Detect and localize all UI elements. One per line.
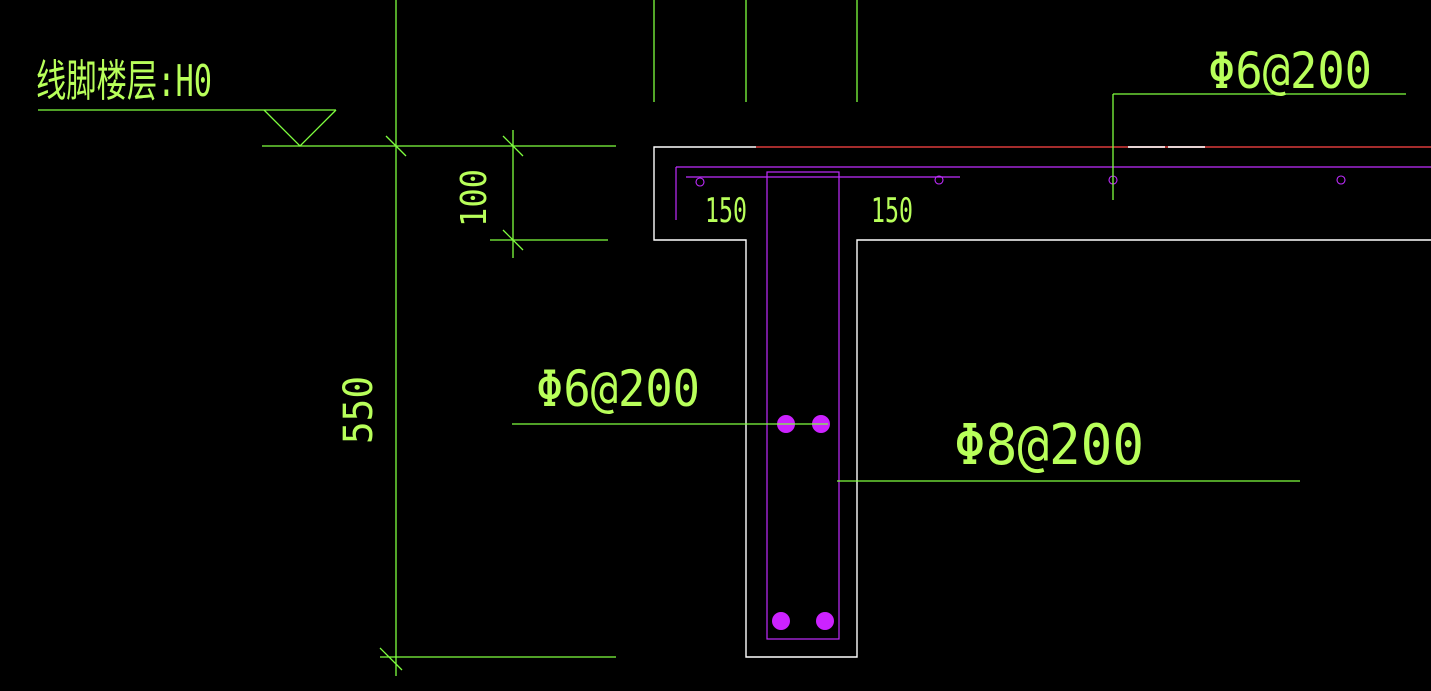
slab-thickness-label: 100 <box>454 169 495 227</box>
height-dimension: 550 <box>336 0 616 676</box>
slab-rebar-dot <box>934 175 944 185</box>
beam-bottom-bar <box>816 612 834 630</box>
beam-bottom-bar <box>772 612 790 630</box>
beam-side-rebar-label: Φ6@200 <box>536 360 700 418</box>
rebar <box>675 166 1431 640</box>
spacing-left-label: 150 <box>705 191 747 231</box>
beam-stirrup-label: Φ8@200 <box>954 413 1144 478</box>
slab-rebar-leader: Φ6@200 <box>1112 42 1406 200</box>
slab-rebar-dot <box>695 177 705 187</box>
beam-height-dimension: 550 <box>336 376 382 444</box>
slab-rebar-label: Φ6@200 <box>1208 42 1372 100</box>
wall-lines <box>653 0 858 102</box>
elevation-marker: 线脚楼层:H0 <box>36 56 616 147</box>
floor-label: 线脚楼层:H0 <box>36 56 212 107</box>
beam-stirrup-leader: Φ8@200 <box>837 413 1300 482</box>
beam-side-leader: Φ6@200 <box>512 360 828 425</box>
slab-rebar-dot <box>1336 175 1346 185</box>
concrete-outline <box>653 146 1431 658</box>
slab-thickness-dimension: 100 <box>454 130 608 258</box>
spacing-right-label: 150 <box>871 191 913 231</box>
